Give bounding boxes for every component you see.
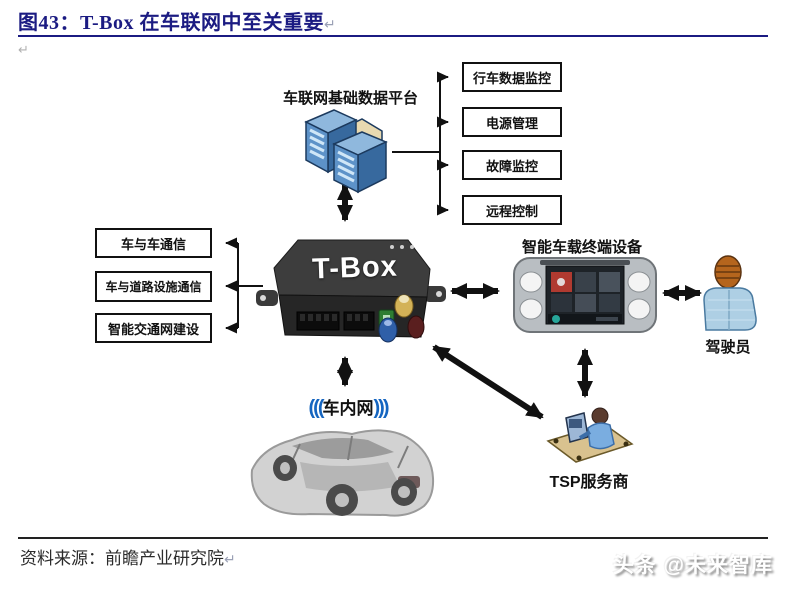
in-vehicle-network-label: (((车内网))) bbox=[283, 394, 413, 420]
function-box-driving-data: 行车数据监控 bbox=[462, 62, 562, 92]
in-vehicle-network-text: 车内网 bbox=[322, 399, 374, 418]
driver-label: 驾驶员 bbox=[705, 339, 751, 356]
platform-label: 车联网基础数据平台 bbox=[283, 90, 419, 107]
server-cluster-icon bbox=[304, 109, 388, 194]
double-arrows bbox=[337, 183, 702, 420]
infotainment-head-unit-icon bbox=[513, 257, 657, 333]
title-divider bbox=[18, 35, 768, 37]
operator-at-laptop-icon bbox=[546, 407, 634, 463]
figure-title-text: 图43：T-Box 在车联网中至关重要 bbox=[18, 12, 325, 34]
v2x-box-v2i: 车与道路设施通信 bbox=[95, 271, 212, 302]
tsp-label: TSP服务商 bbox=[549, 474, 629, 491]
driver-person-icon bbox=[703, 255, 757, 331]
v2x-box-its: 智能交通网建设 bbox=[95, 313, 212, 343]
v2x-tree-lines bbox=[225, 237, 263, 334]
platform-tree-lines bbox=[392, 71, 449, 216]
arrow-tbox-tsp bbox=[432, 344, 544, 420]
return-mark: ↵ bbox=[224, 551, 236, 567]
car-xray-icon bbox=[250, 429, 435, 517]
footer-divider bbox=[18, 537, 768, 539]
function-box-remote-control: 远程控制 bbox=[462, 195, 562, 225]
wifi-left-arcs-icon: ((( bbox=[308, 397, 325, 419]
return-mark: ↵ bbox=[324, 16, 337, 32]
tbox-label: T-Box bbox=[311, 250, 399, 286]
function-box-fault-monitor: 故障监控 bbox=[462, 150, 562, 180]
v2x-box-v2v: 车与车通信 bbox=[95, 228, 212, 258]
source-text: 资料来源：前瞻产业研究院 bbox=[20, 549, 224, 568]
terminal-label: 智能车载终端设备 bbox=[522, 239, 643, 256]
figure-title: 图43：T-Box 在车联网中至关重要↵ bbox=[18, 6, 336, 35]
function-box-power-mgmt: 电源管理 bbox=[462, 107, 562, 137]
watermark: 头条 @未来智库 bbox=[612, 554, 773, 577]
return-mark: ↵ bbox=[18, 42, 29, 57]
source-note: 资料来源：前瞻产业研究院↵ bbox=[20, 544, 236, 569]
wifi-right-arcs-icon: ))) bbox=[373, 397, 390, 419]
tbox-device-icon bbox=[256, 239, 446, 343]
